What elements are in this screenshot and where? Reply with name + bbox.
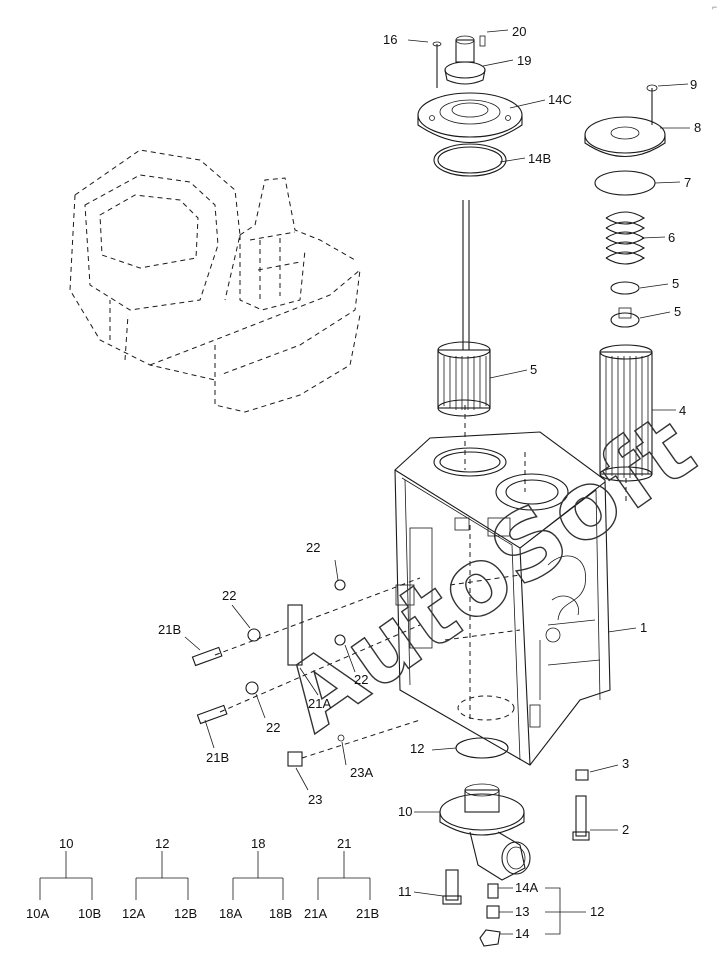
callout-13: 12 <box>410 741 424 756</box>
callout-21A: 21A <box>308 696 331 711</box>
legend-parent-12: 12 <box>155 836 169 851</box>
callout-7: 6 <box>668 230 675 245</box>
callout-14: 12 <box>590 904 604 919</box>
callout-5-b: 5 <box>530 362 537 377</box>
legend-child-18B: 18B <box>269 906 292 921</box>
callout-3: 3 <box>622 756 629 771</box>
suction-strainer <box>437 200 491 417</box>
callout-17: 14C <box>548 92 572 107</box>
callout-14C: 14A <box>515 880 538 895</box>
callout-4: 4 <box>679 403 686 418</box>
legend-parent-10: 10 <box>59 836 73 851</box>
legend-parent-18: 18 <box>251 836 265 851</box>
callout-22-d: 22 <box>266 720 280 735</box>
callout-20: 20 <box>512 24 526 39</box>
watermark-text: AutoSoft <box>266 393 715 752</box>
callout-23A: 23A <box>350 765 373 780</box>
legend-child-21A: 21A <box>304 906 327 921</box>
callout-8: 7 <box>684 175 691 190</box>
legend-child-10B: 10B <box>78 906 101 921</box>
legend-child-18A: 18A <box>219 906 242 921</box>
legend-child-12B: 12B <box>174 906 197 921</box>
top-cover-assembly <box>417 35 523 177</box>
callout-22-a: 22 <box>306 540 320 555</box>
callout-2: 2 <box>622 822 629 837</box>
callout-10: 9 <box>690 77 697 92</box>
callout-18: 16 <box>383 32 397 47</box>
callout-21B-a: 21B <box>158 622 181 637</box>
legend-child-10A: 10A <box>26 906 49 921</box>
excavator-overview <box>69 149 361 413</box>
callout-14B: 14 <box>515 926 529 941</box>
callout-22-b: 22 <box>222 588 236 603</box>
corner-mark: ⌐ <box>712 2 717 12</box>
legend: 10 10A 10B 12 12A 12B 18 18A 18B 21 21A … <box>26 836 379 921</box>
callout-9: 8 <box>694 120 701 135</box>
hydraulic-tank <box>394 405 611 766</box>
legend-child-12A: 12A <box>122 906 145 921</box>
callout-6: 5 <box>672 276 679 291</box>
callout-21B-b: 21B <box>206 750 229 765</box>
callout-labels: 16 20 19 14C 14B 9 8 7 6 5 5 5 4 1 3 2 1… <box>158 24 701 941</box>
legend-tree-lines <box>39 851 371 900</box>
legend-child-21B: 21B <box>356 906 379 921</box>
callout-12: 11 <box>398 884 412 899</box>
callout-11: 10 <box>398 804 412 819</box>
side-hardware <box>191 577 421 767</box>
callout-23: 23 <box>308 792 322 807</box>
legend-parent-21: 21 <box>337 836 351 851</box>
callout-16: 14B <box>528 151 551 166</box>
callout-22-c: 22 <box>354 672 368 687</box>
leader-lines <box>184 29 690 935</box>
callout-14A: 13 <box>515 904 529 919</box>
callout-5-a: 5 <box>674 304 681 319</box>
callout-19: 19 <box>517 53 531 68</box>
callout-1: 1 <box>640 620 647 635</box>
return-filter-stack <box>584 84 666 505</box>
